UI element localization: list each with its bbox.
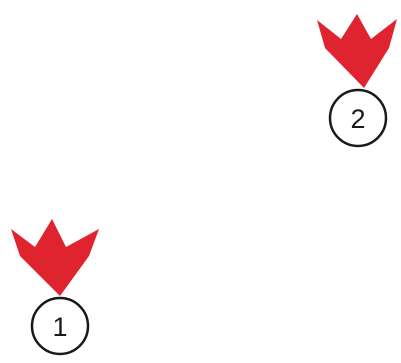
- marker-label: 1: [52, 312, 67, 342]
- arrowhead-down-icon: [317, 14, 397, 88]
- arrowhead-down-icon: [11, 219, 99, 296]
- marker-circle: [30, 296, 90, 356]
- marker-2: 2: [317, 14, 397, 148]
- marker-1: 1: [11, 219, 99, 356]
- marker-label: 2: [350, 104, 365, 134]
- marker-circle: [328, 88, 388, 148]
